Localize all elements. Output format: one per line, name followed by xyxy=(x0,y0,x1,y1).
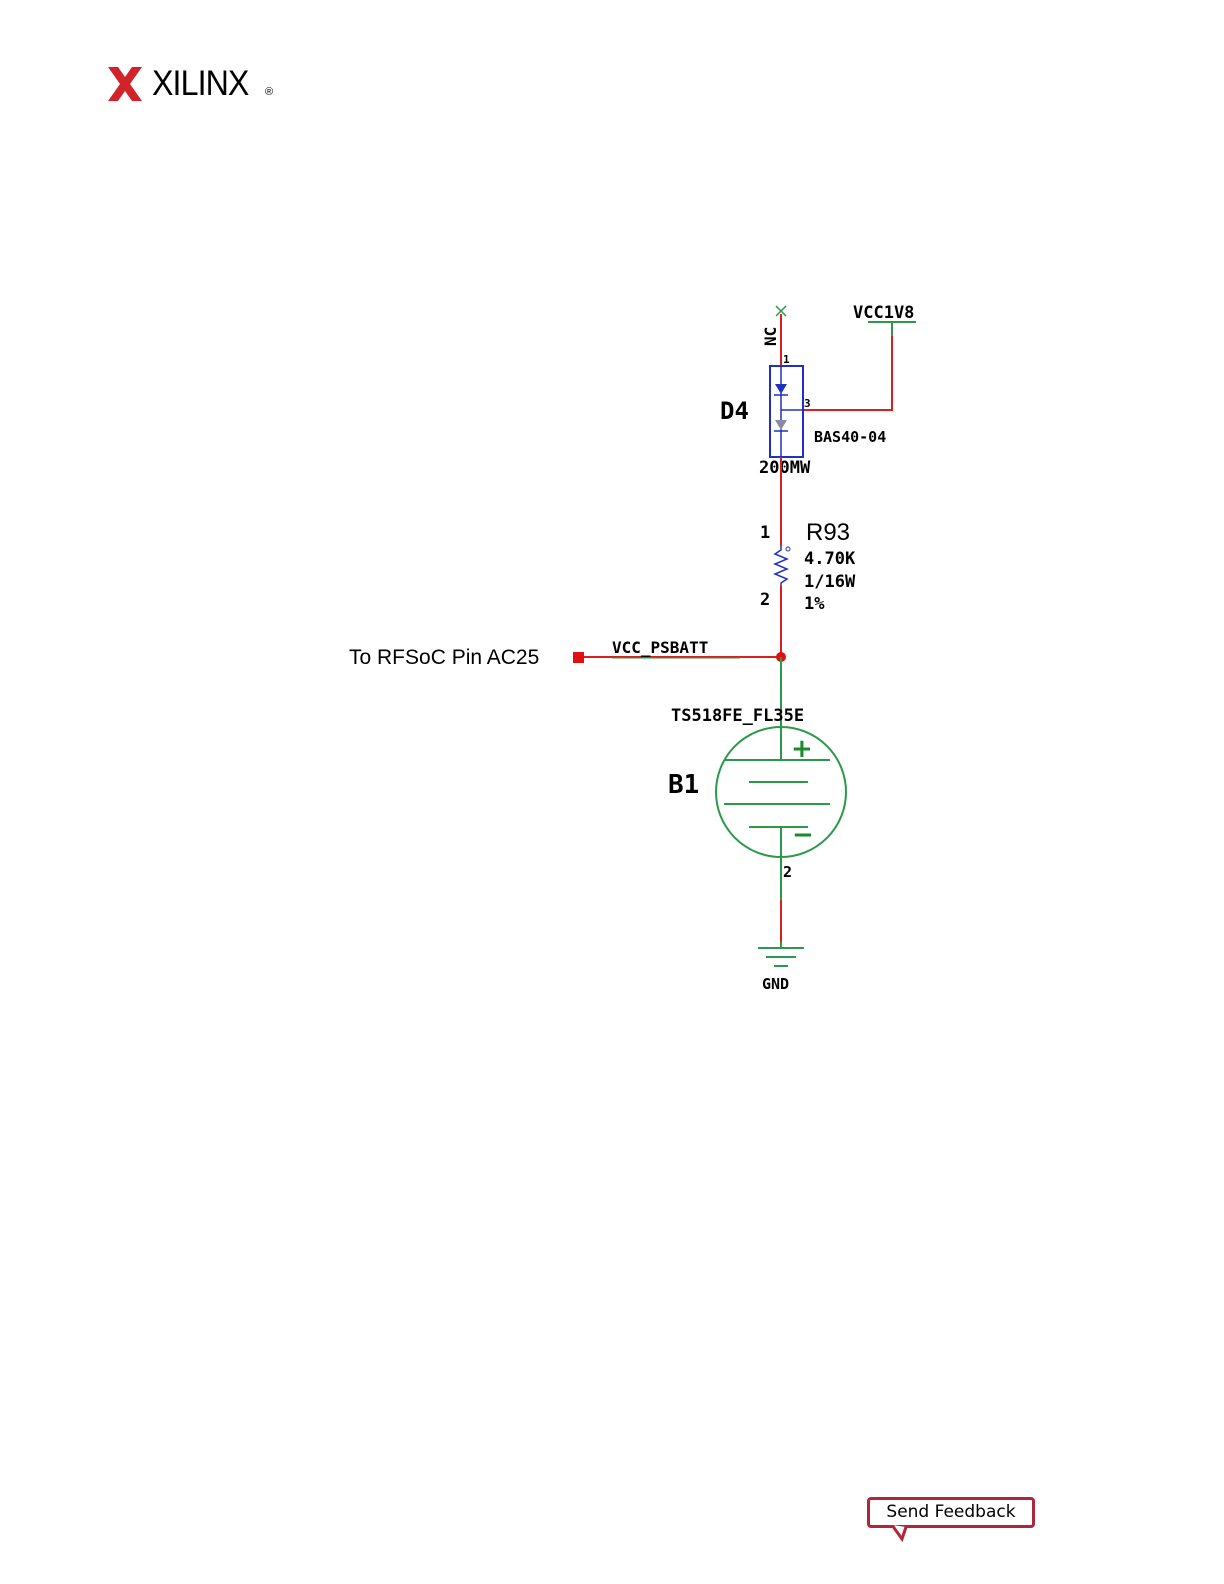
b1-part: TS518FE_FL35E xyxy=(671,706,804,726)
vcc1v8-label: VCC1V8 xyxy=(853,303,914,323)
r93-value: 4.70K xyxy=(804,549,856,569)
d4-package xyxy=(770,366,803,457)
r93-pin-dot xyxy=(786,547,790,551)
r93-ref: R93 xyxy=(806,519,850,546)
d4-pin1: 1 xyxy=(783,353,790,366)
b1-minus: − xyxy=(792,820,814,850)
b1-plus: + xyxy=(791,734,813,764)
vcc1v8-wire xyxy=(804,336,892,410)
feedback-tail-icon xyxy=(888,1525,928,1543)
d4-diode-bottom-icon xyxy=(775,420,787,430)
nc-label: NC xyxy=(761,327,780,346)
b1-ref: B1 xyxy=(668,770,699,800)
r93-pin1: 1 xyxy=(760,523,770,543)
b1-pin2: 2 xyxy=(783,863,792,881)
d4-part: BAS40-04 xyxy=(814,428,886,446)
rfsoc-pin-callout: To RFSoC Pin AC25 xyxy=(349,646,539,669)
send-feedback-label: Send Feedback xyxy=(870,1500,1032,1525)
r93-pin2: 2 xyxy=(760,590,770,610)
gnd-label: GND xyxy=(762,975,789,993)
vcc-psbatt-label: VCC_PSBATT xyxy=(612,638,708,657)
send-feedback-button[interactable]: Send Feedback xyxy=(867,1497,1035,1528)
d4-rating: 200MW xyxy=(759,458,811,478)
d4-diode-top-icon xyxy=(775,384,787,394)
d4-ref: D4 xyxy=(720,397,749,425)
d4-pin3: 3 xyxy=(804,397,811,410)
r93-tolerance: 1% xyxy=(804,594,825,614)
r93-power: 1/16W xyxy=(804,572,856,592)
port-marker xyxy=(573,652,584,663)
r93-resistor-icon xyxy=(775,546,787,586)
